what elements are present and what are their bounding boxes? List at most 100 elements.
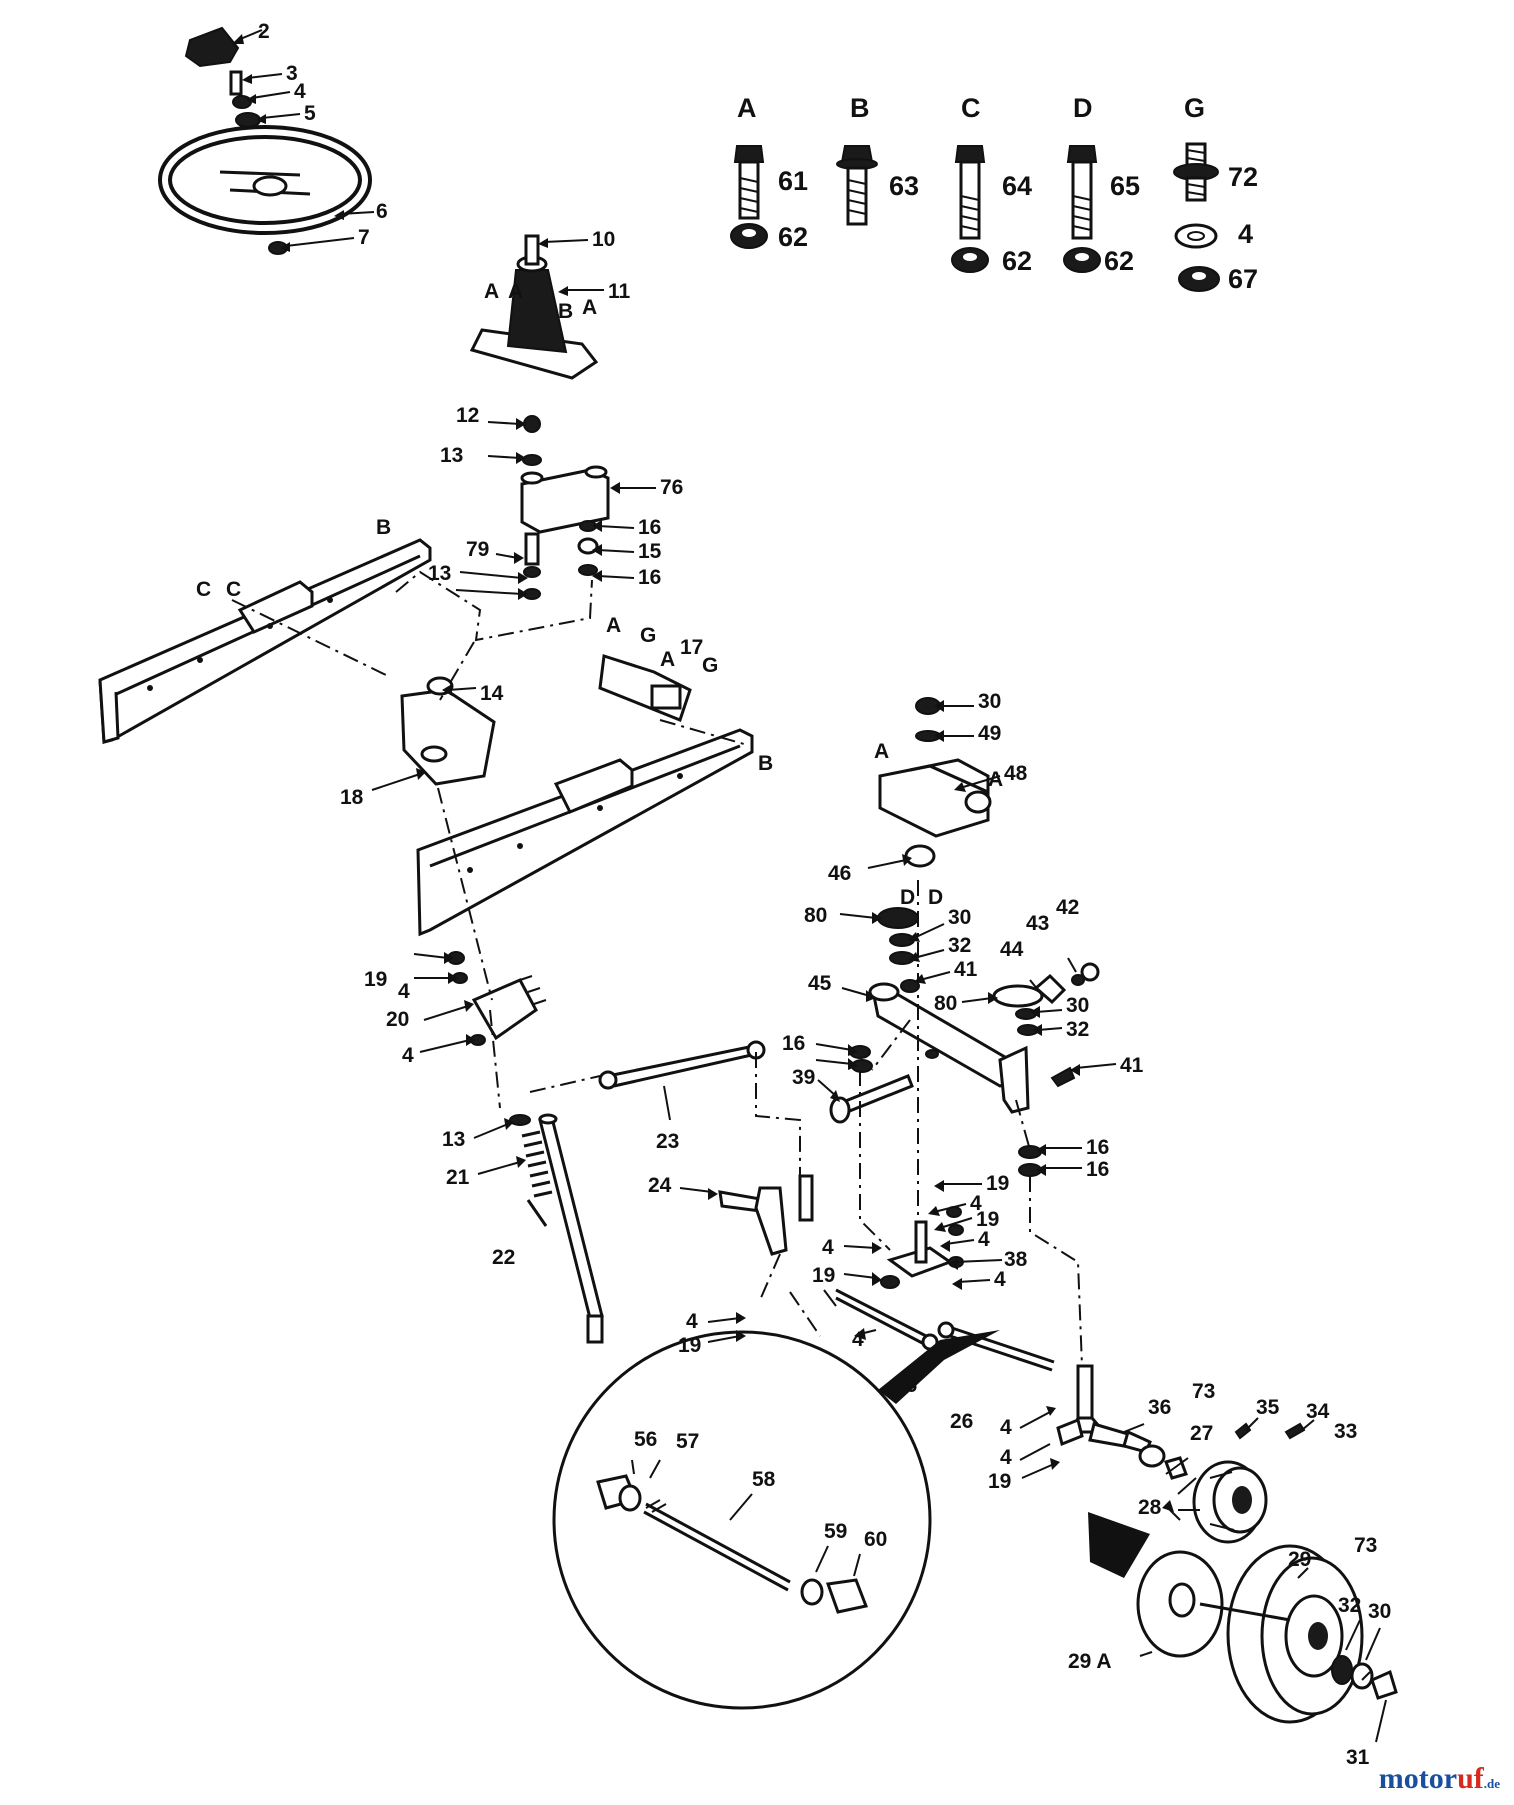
left-frame-rail — [98, 538, 432, 744]
kit-g-letter: G — [1184, 93, 1205, 123]
kit-a-part-62: 62 — [778, 222, 808, 252]
callout-label: A — [606, 614, 621, 637]
callout-label: A — [660, 648, 675, 671]
callout-label: 32 — [1338, 1594, 1361, 1617]
washer-80 — [877, 907, 919, 929]
kit-g-part-67: 67 — [1228, 264, 1258, 294]
callout-label: 16 — [638, 566, 661, 589]
callout-label: 31 — [1346, 1746, 1370, 1769]
callout-label: C — [196, 578, 211, 601]
callout-label: 73 — [1354, 1534, 1377, 1557]
callout-label: 30 — [948, 906, 971, 929]
kit-d-nut-icon — [1063, 247, 1101, 273]
kit-g-washer-icon — [1174, 223, 1218, 249]
callout-label: D — [928, 886, 943, 909]
callout-label: 4 — [994, 1268, 1006, 1291]
callout-label: 32 — [948, 934, 971, 957]
watermark-suffix: .de — [1483, 1776, 1500, 1791]
callout-label: 38 — [1004, 1248, 1028, 1271]
callout-label: 2 — [258, 20, 270, 43]
callout-label: 16 — [1086, 1136, 1109, 1159]
callout-label: 57 — [676, 1430, 699, 1453]
callout-label: 76 — [660, 476, 683, 499]
watermark-brand-b: uf — [1457, 1762, 1484, 1795]
callout-label: 60 — [864, 1528, 887, 1551]
callout-label: 7 — [358, 226, 370, 249]
callout-label: 58 — [752, 1468, 776, 1491]
callout-label: 22 — [492, 1246, 515, 1269]
callout-label: G — [702, 654, 718, 677]
callout-label: 34 — [1306, 1400, 1330, 1423]
leader-arrows — [232, 29, 1387, 1743]
kit-g-nut-icon — [1178, 266, 1220, 292]
kit-d-letter: D — [1073, 93, 1093, 123]
right-frame-rail — [416, 728, 754, 937]
spindle — [1056, 1364, 1152, 1454]
kit-g-part-72: 72 — [1228, 162, 1258, 192]
callout-label: 49 — [978, 722, 1001, 745]
callout-label: 33 — [1334, 1420, 1357, 1443]
steering-shaft — [538, 1113, 604, 1344]
steering-wheel-icon — [158, 125, 372, 235]
callout-label: 4 — [294, 80, 306, 103]
callout-label: 41 — [954, 958, 978, 981]
callout-label: 4 — [970, 1192, 982, 1215]
column-mount-bracket — [469, 234, 599, 380]
callout-label: A — [988, 768, 1003, 791]
callout-label: 4 — [852, 1328, 864, 1351]
callout-label: 39 — [792, 1066, 815, 1089]
callout-label: 45 — [808, 972, 832, 995]
callout-label: 46 — [828, 862, 851, 885]
steering-support — [520, 415, 610, 600]
callout-label: 80 — [934, 992, 957, 1015]
spring-icon — [509, 1114, 553, 1227]
callout-label: 10 — [592, 228, 615, 251]
callout-label: 30 — [1066, 994, 1089, 1017]
callout-label: 42 — [1056, 896, 1079, 919]
wheel-rim — [1136, 1550, 1224, 1658]
callout-label: 16 — [782, 1032, 805, 1055]
kit-c-bolt-icon — [954, 145, 986, 240]
assembly-lines — [231, 570, 1083, 1367]
callout-label: 32 — [1066, 1018, 1089, 1041]
callout-label: 28 — [1138, 1496, 1162, 1519]
callout-label: 26 — [894, 1374, 917, 1397]
kit-b-part-63: 63 — [889, 171, 919, 201]
shadow-plate — [1088, 1512, 1150, 1578]
callout-label: 4 — [1000, 1446, 1012, 1469]
callout-label: 24 — [648, 1174, 672, 1197]
right-bracket — [598, 654, 692, 722]
callout-label: 11 — [608, 280, 631, 303]
callout-label: 4 — [978, 1228, 990, 1251]
callout-label: 13 — [442, 1128, 465, 1151]
kit-d-part-62: 62 — [1104, 246, 1134, 276]
pivot-bolt — [829, 1045, 914, 1124]
callout-label: 44 — [1000, 938, 1024, 961]
callout-label: 30 — [1368, 1600, 1391, 1623]
kit-c-nut-icon — [951, 247, 989, 273]
kit-b-letter: B — [850, 93, 870, 123]
callout-label: 13 — [440, 444, 463, 467]
callout-label: 27 — [1190, 1422, 1213, 1445]
callout-label: 19 — [812, 1264, 835, 1287]
callout-label: 4 — [398, 980, 410, 1003]
kit-b-bolt-icon — [836, 145, 878, 226]
front-axle — [868, 979, 1030, 1114]
callout-label: 17 — [680, 636, 703, 659]
callout-label: 21 — [446, 1166, 470, 1189]
callout-label: 73 — [1192, 1380, 1215, 1403]
callout-label: 29 A — [1068, 1650, 1112, 1673]
kit-g-part-4: 4 — [1238, 219, 1253, 249]
callout-label: B — [376, 516, 391, 539]
kit-d-part-65: 65 — [1110, 171, 1140, 201]
axle-support-bracket — [878, 697, 992, 838]
callout-label: A — [508, 280, 523, 303]
kit-a-part-61: 61 — [778, 166, 808, 196]
bell-crank-plate — [880, 1206, 964, 1289]
callout-labels: 2 3 4 5 6 7 10 11 12 13 76 79 13 16 15 1… — [196, 20, 1391, 1769]
center-bracket — [400, 676, 496, 786]
axle-pivot-bushings — [992, 962, 1100, 1008]
callout-label: 36 — [1148, 1396, 1171, 1419]
callout-label: 4 — [686, 1310, 698, 1333]
